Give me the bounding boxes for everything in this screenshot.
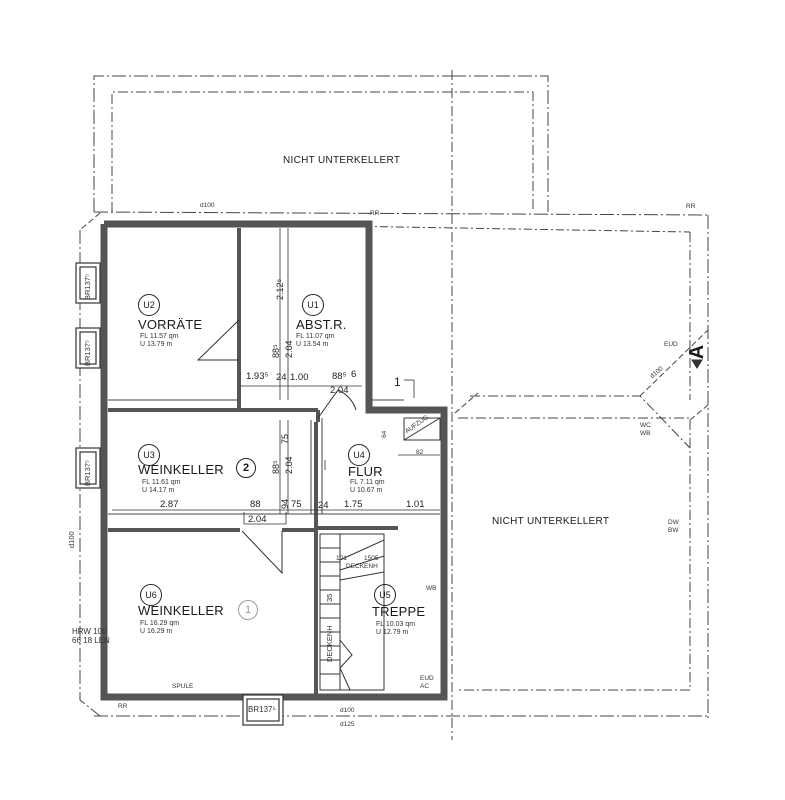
dim-1: 1 (394, 375, 401, 389)
dim-175: 1.75 (344, 499, 363, 510)
not-basement-label-right: NICHT UNTERKELLERT (492, 516, 610, 527)
dim-64: 64 (381, 430, 388, 438)
room-perimeter-u1: U 13.54 m (296, 341, 329, 348)
dim-885-v: 88⁵ (271, 344, 281, 358)
dim-24-b: 24 (318, 500, 329, 511)
dim-d100-bottom: d100 (340, 707, 355, 714)
room-name-treppe: TREPPE (372, 604, 426, 619)
room-area-u5: FL 10.03 qm (376, 621, 416, 628)
room-area-u4: FL 7.11 qm (350, 479, 385, 486)
room-name-vorraete: VORRÄTE (138, 317, 203, 332)
dim-94: 94 (280, 498, 290, 509)
interior-lines (108, 399, 440, 515)
stair-35: 35 (325, 593, 334, 602)
room-area-u6: FL 16.29 qm (140, 620, 180, 627)
wine-cellar-number-1: 1 (238, 600, 258, 620)
dim-885-v2: 88⁵ (271, 460, 281, 474)
dim-2125: 2.12⁵ (275, 278, 285, 300)
room-id-u1: U1 (302, 294, 324, 316)
door-swings (196, 319, 441, 575)
label-bw: BW (668, 527, 679, 534)
rr-bottom: RR (118, 703, 128, 710)
wine-cellar-number-2: 2 (236, 458, 256, 478)
room-id-u5: U5 (374, 584, 396, 606)
room-perimeter-u6: U 16.29 m (140, 628, 173, 635)
dim-287: 2.87 (160, 499, 179, 510)
room-name-abstr: ABST.R. (296, 317, 347, 332)
window-label-2: BR137⁵ (83, 339, 92, 366)
label-eud-2: EUD (420, 675, 434, 682)
exterior-walls (100, 220, 448, 701)
label-deckenh-2: DECKENH (325, 625, 334, 662)
section-marker (691, 359, 703, 369)
dim-101: 1.01 (406, 499, 425, 510)
label-dw: DW (668, 519, 679, 526)
room-perimeter-u4: U 10.67 m (350, 487, 383, 494)
dim-885-a: 88⁵ (332, 371, 347, 382)
window-label-3: BR137⁵ (83, 459, 92, 486)
room-id-u3: U3 (138, 444, 160, 466)
label-spule: SPULE (172, 683, 194, 690)
label-wc: WC (640, 422, 651, 429)
window-label-1: BR137⁵ (83, 273, 92, 300)
room-id-u4: U4 (348, 444, 370, 466)
room-name-weinkeller-1: WEINKELLER (138, 603, 224, 618)
dim-82: 82 (416, 449, 424, 456)
room-name-flur: FLUR (348, 464, 383, 479)
room-area-u3: FL 11.61 qm (142, 479, 181, 486)
label-ac: AC (420, 683, 430, 690)
windows (75, 262, 284, 726)
room-perimeter-u3: U 14.17 m (142, 487, 175, 494)
label-deckenh: DECKENH (346, 563, 378, 570)
room-id-u6: U6 (140, 584, 162, 606)
dashed-outlines (79, 70, 709, 740)
dim-1935: 1.93⁵ (246, 371, 269, 382)
dim-100: 1.00 (290, 372, 309, 383)
dim-75: 75 (280, 433, 290, 444)
room-perimeter-u2: U 13.79 m (140, 341, 173, 348)
window-label-bottom: BR137⁵ (248, 705, 276, 714)
staircase (319, 533, 385, 691)
section-mark-a: A (686, 344, 709, 360)
dim-88: 88 (250, 499, 261, 510)
dim-d100-top: d100 (200, 202, 215, 209)
dim-d125: d125 (340, 721, 355, 728)
dim-204-b: 2.04 (248, 514, 267, 525)
not-basement-label-top: NICHT UNTERKELLERT (283, 155, 401, 166)
room-name-weinkeller-2: WEINKELLER (138, 462, 224, 477)
label-wb: WB (640, 430, 651, 437)
label-hrw-2: 66 18 LEN (72, 636, 110, 645)
room-perimeter-u5: U 12.79 m (376, 629, 409, 636)
stair-101: 101 (336, 555, 347, 562)
dim-75-b: 75 (291, 499, 302, 510)
room-id-u2: U2 (138, 294, 160, 316)
dimension-lines (112, 228, 440, 525)
dim-6: 6 (351, 369, 357, 380)
stair-1505: 1505 (364, 555, 379, 562)
dim-204-v: 2.04 (284, 340, 294, 358)
rr-top-right: RR (686, 203, 696, 210)
interior-walls (108, 228, 398, 694)
label-hrw: HRW 100 (72, 627, 107, 636)
label-wb-2: WB (426, 585, 437, 592)
label-eud: EUD (664, 341, 678, 348)
rr-top: RR (370, 210, 380, 217)
dim-d100-left: d100 (67, 531, 76, 548)
room-area-u1: FL 11.07 qm (296, 333, 335, 340)
dim-24: 24 (276, 372, 287, 383)
room-area-u2: FL 11.57 qm (140, 333, 179, 340)
dim-204-v2: 2.04 (284, 456, 294, 474)
dim-204-a: 2.04 (330, 385, 349, 396)
